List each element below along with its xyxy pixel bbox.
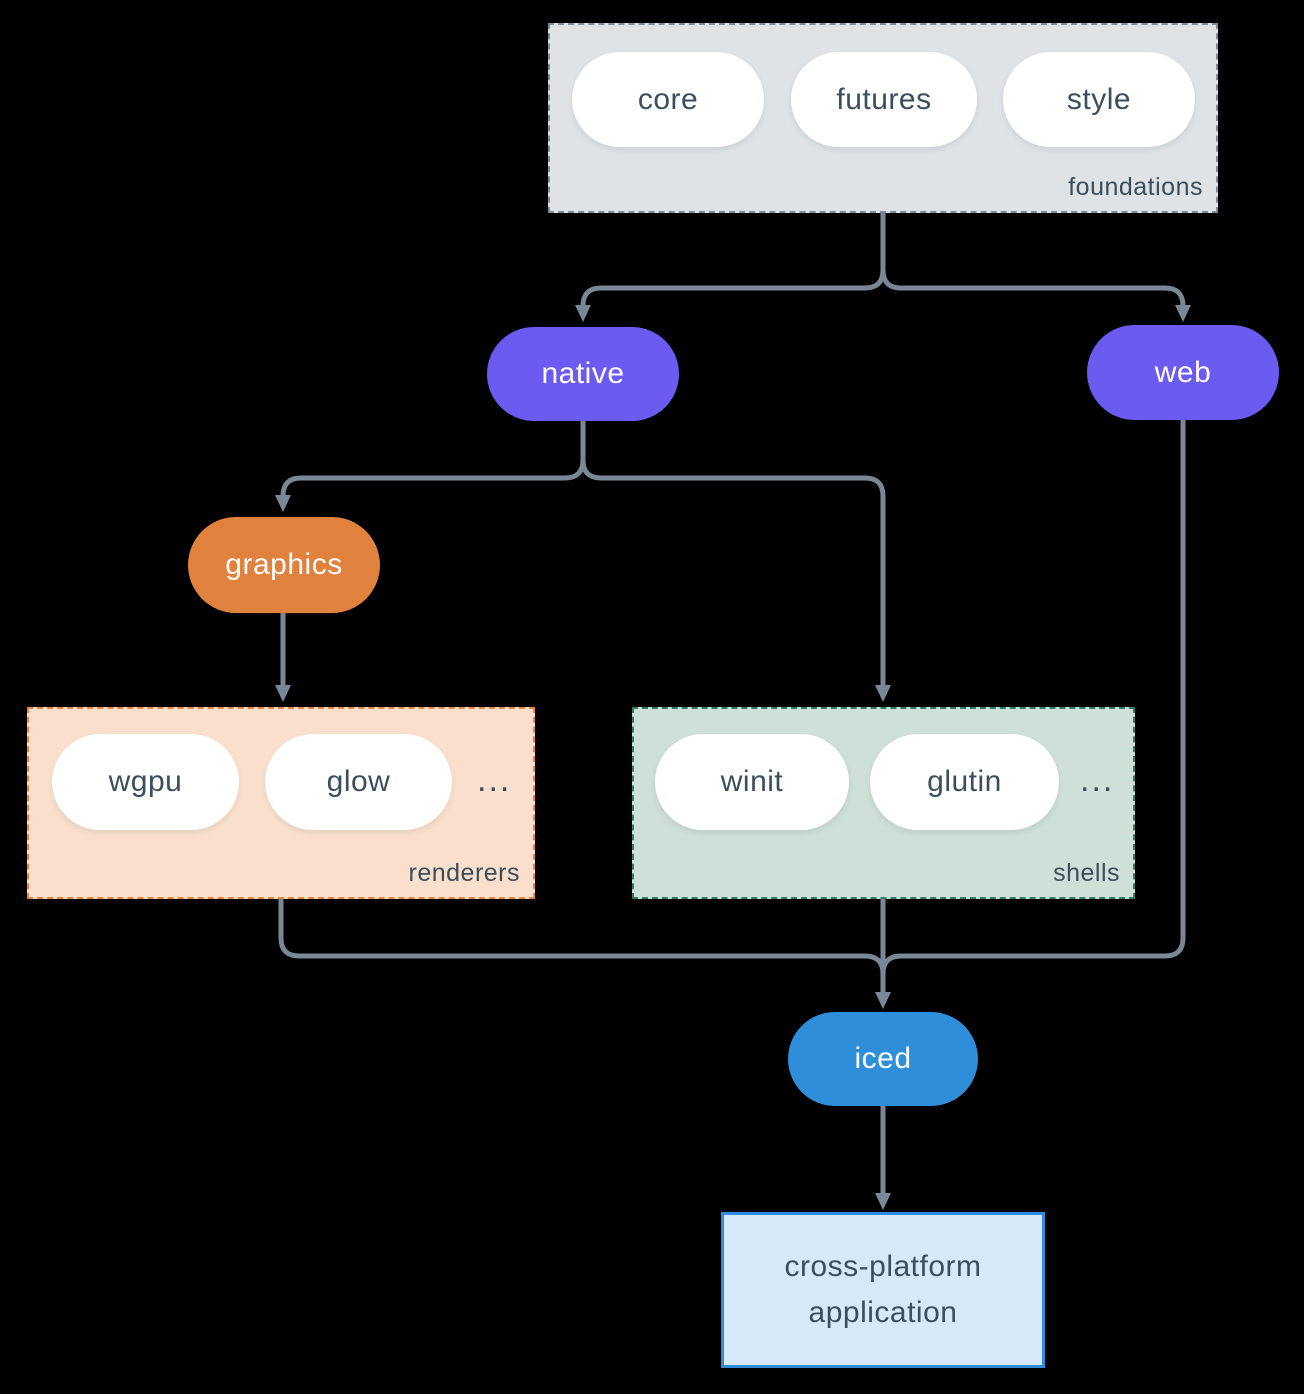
- node-web: web: [1087, 325, 1279, 420]
- pill-glow: glow: [265, 734, 452, 830]
- edge-native-to-shells: [580, 421, 891, 702]
- pill-core: core: [572, 52, 764, 147]
- shells-ellipsis: ...: [1080, 761, 1115, 799]
- node-iced: iced: [788, 1012, 978, 1106]
- application-label-line1: cross-platform: [784, 1250, 982, 1283]
- foundations-group: core futures style foundations: [548, 23, 1218, 213]
- application-label-line2: application: [808, 1296, 958, 1329]
- renderers-group-label: renderers: [408, 859, 520, 887]
- foundations-group-label: foundations: [1068, 173, 1203, 201]
- node-graphics: graphics: [188, 517, 380, 613]
- edge-renderers-to-merge: [278, 899, 886, 975]
- pill-winit: winit: [655, 734, 849, 830]
- shells-group-label: shells: [1053, 859, 1120, 887]
- renderers-ellipsis: ...: [477, 761, 512, 799]
- pill-wgpu: wgpu: [52, 734, 239, 830]
- pill-futures: futures: [791, 52, 977, 147]
- edge-foundations-to-web: [880, 213, 1191, 322]
- shells-group: winit glutin ... shells: [632, 707, 1135, 899]
- edge-native-to-graphics: [275, 421, 586, 512]
- edge-foundations-to-native: [575, 213, 886, 322]
- node-native: native: [487, 327, 679, 421]
- renderers-group: wgpu glow ... renderers: [27, 707, 535, 899]
- pill-style: style: [1003, 52, 1195, 147]
- pill-glutin: glutin: [870, 734, 1059, 830]
- cross-platform-application-box: cross-platform application: [721, 1212, 1045, 1368]
